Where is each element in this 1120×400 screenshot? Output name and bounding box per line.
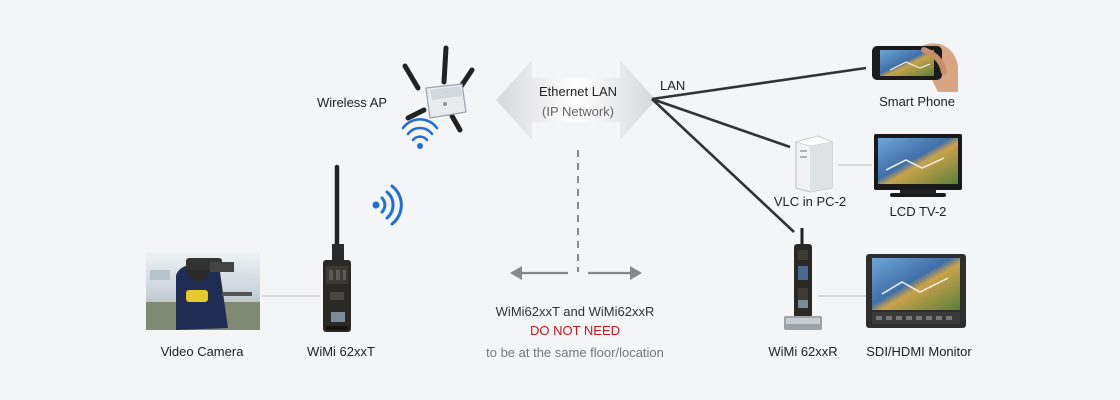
sdi-monitor-icon xyxy=(866,254,966,328)
left-arrow-head-icon xyxy=(510,266,522,280)
lcd-tv-icon xyxy=(874,134,962,197)
note-line-3: to be at the same floor/location xyxy=(486,345,664,360)
lan-link-smart-phone xyxy=(651,66,867,101)
note-line-1: WiMi62xxT and WiMi62xxR xyxy=(495,304,655,319)
lan-links xyxy=(651,66,867,233)
smart-phone-label: Smart Phone xyxy=(879,94,955,109)
wimi-receiver-icon xyxy=(784,228,822,330)
sdi-monitor-label: SDI/HDMI Monitor xyxy=(866,344,972,359)
wimi-tx-label: WiMi 62xxT xyxy=(307,344,375,359)
ethernet-lan-label: Ethernet LAN xyxy=(538,84,618,99)
lcd-tv2-label: LCD TV-2 xyxy=(889,204,947,219)
location-separator xyxy=(510,150,642,280)
video-camera-label: Video Camera xyxy=(160,344,244,359)
lan-link-wimi-rx xyxy=(651,98,795,233)
pc-tower-icon xyxy=(794,135,834,193)
ip-network-label: (IP Network) xyxy=(542,104,614,119)
wifi-signal-icon xyxy=(372,184,403,226)
right-arrow-head-icon xyxy=(630,266,642,280)
video-camera-photo xyxy=(146,252,260,330)
note-line-2: DO NOT NEED xyxy=(529,323,621,338)
smart-phone-icon xyxy=(872,43,958,92)
ethernet-lan-arrow xyxy=(496,60,656,140)
wireless-ap-icon xyxy=(402,45,475,133)
device-connectors xyxy=(262,164,872,297)
lan-link-pc2 xyxy=(651,97,791,149)
wifi-signal-icon xyxy=(401,118,439,149)
vlc-pc2-label: VLC in PC-2 xyxy=(773,194,847,209)
wimi-rx-label: WiMi 62xxR xyxy=(768,344,838,359)
wireless-ap-label: Wireless AP xyxy=(316,95,388,110)
wimi-transmitter-icon xyxy=(323,164,351,332)
lan-label: LAN xyxy=(660,78,686,93)
